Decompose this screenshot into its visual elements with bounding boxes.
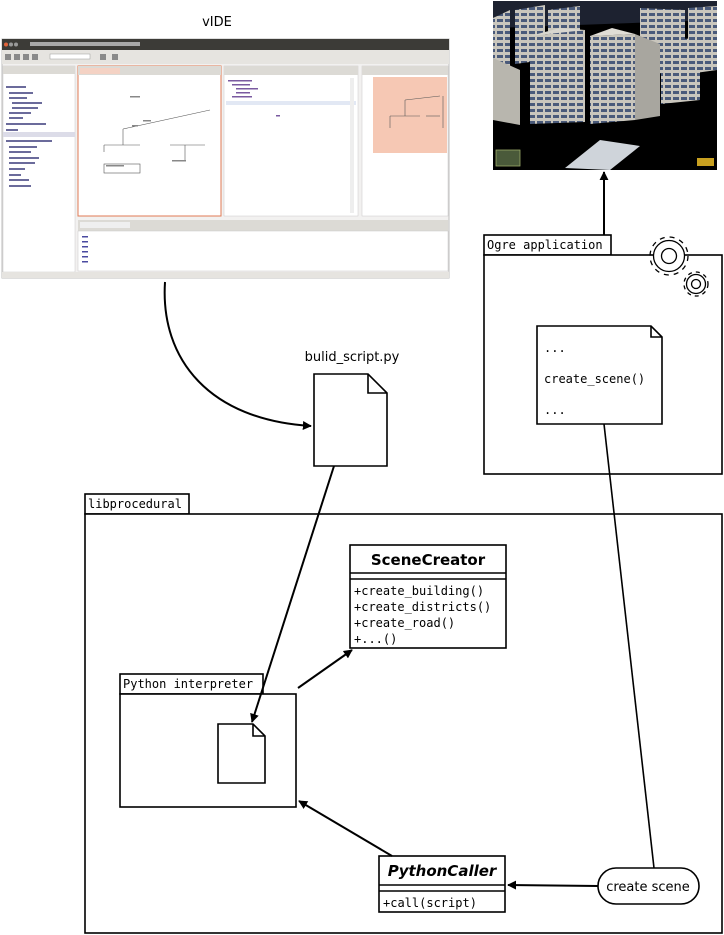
scene-creator-method: +...() [354, 632, 397, 646]
loaded-script-document-icon [217, 723, 266, 784]
python-interpreter-package [119, 673, 297, 808]
script-document-icon [313, 373, 388, 467]
libprocedural-package-label: libprocedural [88, 497, 182, 511]
note-to-usecase-connector [603, 423, 655, 869]
vide-title: vIDE [202, 15, 232, 30]
script-filename: bulid_script.py [305, 350, 400, 365]
python-caller-name: PythonCaller [388, 862, 498, 880]
python-interpreter-label: Python interpreter [123, 677, 253, 691]
ogre-application-package [483, 234, 723, 475]
create-scene-label: create scene [606, 880, 690, 895]
python-caller-class [378, 855, 506, 913]
ogre-package-label: Ogre application [487, 238, 603, 252]
usecase-to-caller-arrow [507, 880, 599, 890]
city-render-thumbnail [493, 1, 717, 170]
scene-creator-class [349, 544, 507, 649]
gears-icon [649, 236, 709, 297]
script-to-interpreter-arrow [250, 465, 335, 723]
interpreter-to-scenecreator-arrow [297, 649, 353, 689]
ogre-note-line-1: ... [544, 341, 566, 355]
ogre-code-note [536, 325, 663, 425]
ide-to-script-arrow [163, 281, 312, 431]
scene-creator-name: SceneCreator [371, 551, 486, 569]
python-caller-method: +call(script) [383, 896, 477, 910]
ogre-note-line-3: ... [544, 403, 566, 417]
scene-creator-method: +create_road() [354, 616, 455, 630]
scene-creator-method: +create_building() [354, 584, 484, 598]
ide-screenshot-thumbnail [1, 38, 450, 279]
caller-to-interpreter-arrow [298, 800, 393, 857]
ogre-note-line-2: create_scene() [544, 372, 645, 386]
scene-creator-method: +create_districts() [354, 600, 491, 614]
